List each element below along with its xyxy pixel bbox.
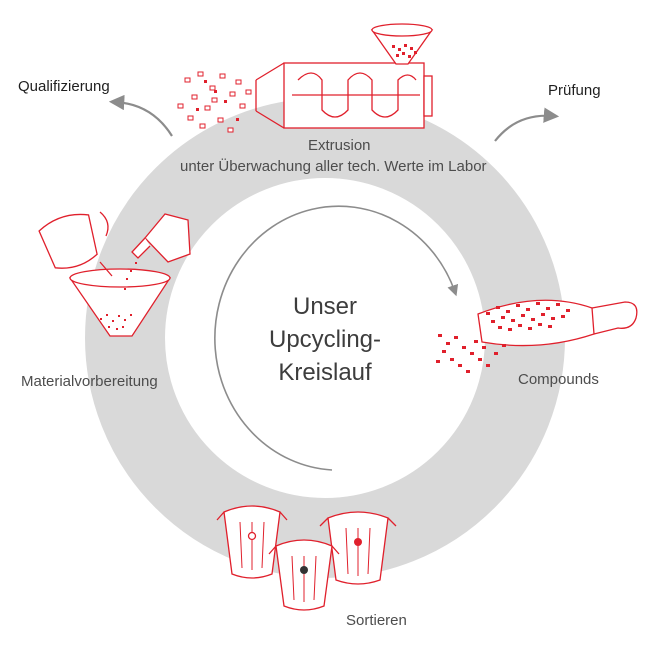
- sorting-bins-icon: [216, 505, 397, 611]
- cycle-title-line3: Kreislauf: [278, 359, 372, 386]
- cycle-title: Unser Upcycling- Kreislauf: [250, 290, 400, 389]
- label-extrusion-sub: unter Überwachung aller tech. Werte im L…: [180, 158, 487, 175]
- label-extrusion: Extrusion: [308, 137, 371, 154]
- label-sortieren: Sortieren: [346, 612, 407, 629]
- cycle-arrow: [214, 205, 459, 471]
- extruder-screw-icon: [177, 23, 434, 133]
- arrow-to-pruefung: [494, 107, 560, 142]
- pouring-funnel-icon: [38, 211, 191, 337]
- scoop-with-granules-icon: [436, 299, 638, 373]
- label-compounds: Compounds: [518, 371, 599, 388]
- label-qualifizierung: Qualifizierung: [18, 78, 110, 95]
- label-materialvorbereitung: Materialvorbereitung: [21, 373, 158, 390]
- cycle-title-line2: Upcycling-: [268, 326, 382, 353]
- label-pruefung: Prüfung: [548, 82, 601, 99]
- cycle-title-line1: Unser: [292, 293, 358, 320]
- arrow-to-qualifizierung: [108, 94, 173, 137]
